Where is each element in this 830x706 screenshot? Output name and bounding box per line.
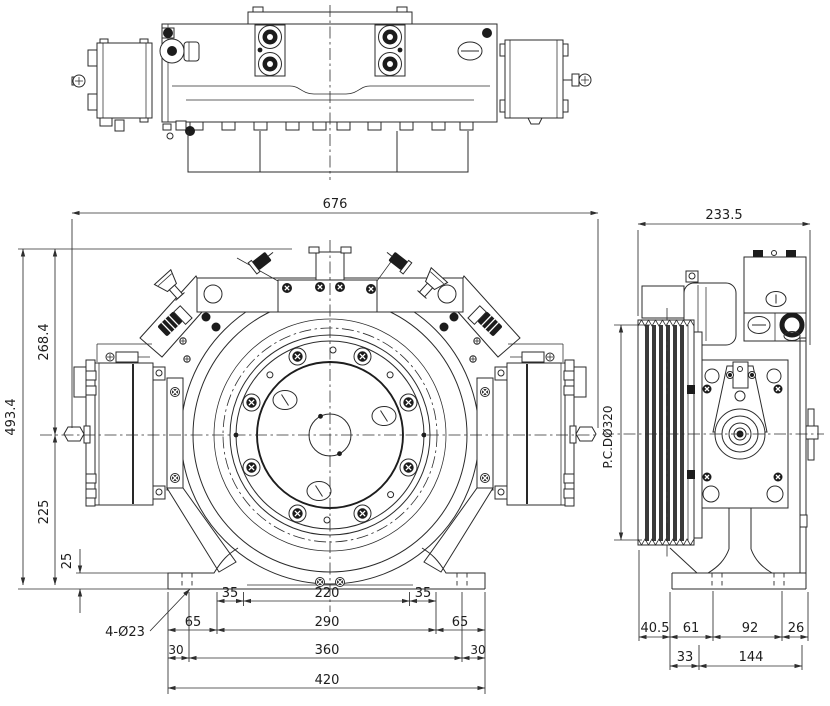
dim-foot-offset-right: 65 xyxy=(452,615,469,630)
terminal-box xyxy=(743,250,807,342)
flange-tabs xyxy=(189,121,474,131)
dim-hole-span: 360 xyxy=(315,643,340,658)
brake-bolt-cluster-left xyxy=(254,24,286,77)
machine-base-side xyxy=(669,508,806,590)
motor-end-bell xyxy=(683,282,737,346)
frame-lower-diagonal-right xyxy=(423,487,494,573)
oil-cup-right xyxy=(417,266,449,299)
groove-profile-bottom xyxy=(637,538,695,546)
dim-sheave-to-base: 40.5 xyxy=(641,621,670,636)
flange-bolts xyxy=(242,347,418,523)
dim-rail-offset-right: 35 xyxy=(415,586,432,601)
brake-release-bolt-left xyxy=(63,426,85,442)
bellows-right xyxy=(467,305,502,336)
front-view-dimensions: 676 493.4 268.4 225 25 35 220 35 65 290 … xyxy=(4,197,599,694)
dim-base-width: 420 xyxy=(315,673,340,688)
dim-rail-span: 220 xyxy=(315,586,340,601)
top-clamp-plate xyxy=(277,279,378,313)
brake-assembly-right xyxy=(494,343,597,507)
bellows-left xyxy=(158,305,193,336)
dim-top-to-center: 268.4 xyxy=(37,323,52,360)
front-view xyxy=(40,240,597,612)
dim-overall-width: 676 xyxy=(323,197,348,212)
dim-foot-span: 290 xyxy=(315,615,340,630)
shaft-end-bolt xyxy=(805,425,819,440)
base-plate-top xyxy=(187,131,469,173)
brake-box-left-top xyxy=(71,38,153,123)
brake-release-knob xyxy=(159,38,200,64)
groove-profile-top xyxy=(637,319,695,327)
label-sheave-pitch-diameter: P.C.DØ320 xyxy=(601,406,615,469)
bleed-valves xyxy=(179,337,481,363)
encoder-block-top xyxy=(499,39,592,125)
dim-overall-depth: 233.5 xyxy=(705,208,742,223)
cable-gland-right xyxy=(779,312,805,338)
lifting-hole-left xyxy=(203,284,223,304)
brake-bolt-cluster-right xyxy=(374,24,406,77)
lifting-hole-right xyxy=(437,284,457,304)
dim-foot-pad-height: 25 xyxy=(60,553,75,570)
side-view-dimensions: 233.5 P.C.DØ320 40.5 61 92 26 33 144 xyxy=(601,208,811,670)
dim-overall-height: 493.4 xyxy=(4,398,19,435)
frame-lower-diagonal-left xyxy=(166,487,237,573)
top-view xyxy=(71,5,592,180)
sight-slots xyxy=(272,390,397,501)
brake-release-bolt-right xyxy=(575,426,597,442)
dim-hole-span-side: 92 xyxy=(742,621,759,636)
sheave-grooves xyxy=(645,325,689,541)
dim-edge-to-web: 33 xyxy=(677,650,694,665)
brake-assembly-left xyxy=(63,343,166,507)
dim-hole-margin-left: 30 xyxy=(168,643,183,657)
dim-center-to-base: 225 xyxy=(37,500,52,525)
sensor-plug-right xyxy=(386,251,413,275)
dim-web-span: 144 xyxy=(739,650,764,665)
dim-rail-offset-left: 35 xyxy=(222,586,239,601)
dim-hole-margin-right: 30 xyxy=(470,643,485,657)
dim-foot-offset-left: 65 xyxy=(185,615,202,630)
dim-hole-to-edge: 26 xyxy=(788,621,805,636)
side-view xyxy=(602,250,824,590)
dim-base-to-hole: 61 xyxy=(683,621,700,636)
side-frame-right-edge xyxy=(799,337,819,589)
sensor-plug-left xyxy=(247,251,274,275)
machine-body-top xyxy=(161,23,498,123)
label-mounting-holes: 4-Ø23 xyxy=(105,625,145,640)
oil-cup-left xyxy=(153,268,185,301)
traction-sheave xyxy=(637,319,703,546)
